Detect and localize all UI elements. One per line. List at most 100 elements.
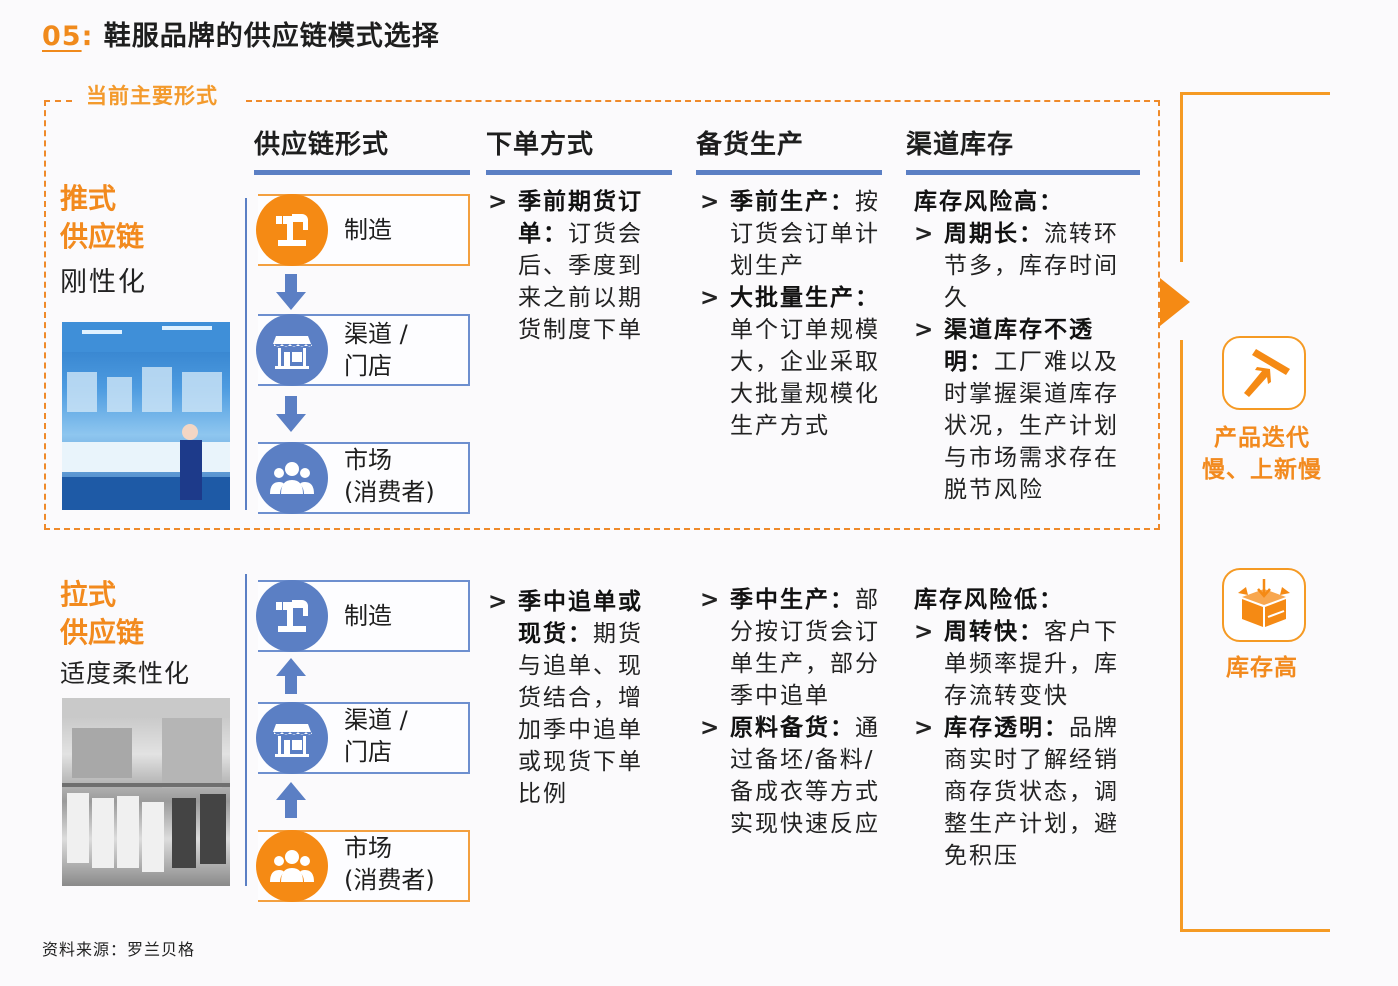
current-form-frame-top-right: [246, 100, 1160, 102]
up-arrow-icon: [276, 782, 306, 818]
item-bold: 季中追单或现货：: [518, 589, 643, 647]
pull-title-line2: 供应链: [60, 616, 145, 649]
outcome-bracket: [1180, 92, 1330, 932]
push-production-item: >季前生产：按订货会订单计划生产: [700, 186, 880, 282]
item-bold: 周期长：: [944, 221, 1044, 247]
item-bold: 季前期货订单：: [518, 189, 643, 247]
outcome-line: 慢、上新慢: [1202, 457, 1322, 483]
push-inventory-item: > 周期长：流转环节多，库存时间久: [914, 218, 1140, 314]
label-line: (消费者): [344, 478, 435, 506]
pull-production-item: >季中生产：部分按订货会订单生产，部分季中追单: [700, 584, 880, 712]
item-text: 期货与追单、现货结合，增加季中追单或现货下单比例: [518, 621, 643, 807]
label-line: 门店: [344, 352, 392, 380]
label-line: 渠道 /: [344, 706, 408, 734]
source-note: 资料来源：罗兰贝格: [42, 940, 196, 959]
item-text: 通过备坯/备料/备成衣等方式实现快速反应: [730, 715, 880, 837]
pull-ordering-text: > 季中追单或现货：期货与追单、现货结合，增加季中追单或现货下单比例: [488, 586, 658, 810]
column-underline: [906, 170, 1140, 175]
pull-node-manufacturing-label: 制造: [344, 602, 392, 630]
label-line: (消费者): [344, 866, 435, 894]
current-form-label: 当前主要形式: [86, 84, 218, 108]
push-node-market-label: 市场 (消费者): [344, 444, 435, 508]
item-text: 客户下单频率提升，库存流转变快: [944, 619, 1119, 709]
column-underline: [254, 170, 470, 175]
push-production-text: >季前生产：按订货会订单计划生产 > 大批量生产： 单个订单规模大，企业采取大批量规…: [700, 186, 880, 442]
outcome-slow-iteration: 产品迭代 慢、上新慢: [1192, 422, 1332, 486]
play-arrow-icon: [1160, 278, 1190, 326]
chevron-icon: >: [700, 715, 722, 741]
chevron-icon: >: [914, 317, 936, 343]
item-text: 部分按订货会订单生产，部分季中追单: [730, 587, 880, 709]
item-text: 工厂难以及时掌握渠道库存状况，生产计划与市场需求存在脱节风险: [944, 349, 1119, 503]
pull-node-market-label: 市场 (消费者): [344, 832, 435, 896]
push-inventory-risk-head: 库存风险高：: [914, 189, 1064, 215]
column-header-channel-inventory: 渠道库存: [906, 130, 1015, 160]
push-flow-divider: [245, 198, 247, 510]
factory-photo: [62, 322, 230, 510]
column-header-ordering: 下单方式: [486, 130, 595, 160]
pull-title-line1: 拉式: [60, 578, 117, 611]
pull-flow-divider: [245, 574, 247, 886]
item-bold: 原料备货：: [730, 715, 855, 741]
label-line: 市场: [344, 834, 392, 862]
pull-inventory-item: >库存透明：品牌商实时了解经销商存货状态，调整生产计划，避免积压: [914, 712, 1120, 872]
push-chain-title: 推式 供应链: [60, 180, 144, 256]
push-title-line1: 推式: [60, 182, 117, 215]
clothing-store-photo: [62, 698, 230, 886]
page-title: 05: 鞋服品牌的供应链模式选择: [42, 14, 440, 53]
pull-chain-title: 拉式 供应链: [60, 576, 144, 652]
item-text: 单个订单规模大，企业采取大批量规模化生产方式: [730, 317, 880, 439]
pull-production-text: >季中生产：部分按订货会订单生产，部分季中追单 > 原料备货：通过备坯/备料/备成…: [700, 584, 880, 840]
title-number: 05: [42, 21, 82, 52]
item-bold: 季中生产：: [730, 587, 855, 613]
chevron-icon: >: [488, 589, 510, 615]
outcome-line: 产品迭代: [1214, 425, 1310, 451]
item-bold: 周转快：: [944, 619, 1044, 645]
inventory-box-icon: [1222, 568, 1306, 642]
consumers-icon: [256, 830, 328, 902]
label-line: 市场: [344, 446, 392, 474]
title-text: 鞋服品牌的供应链模式选择: [103, 21, 440, 52]
down-arrow-icon: [276, 396, 306, 432]
pull-node-channel-store-label: 渠道 / 门店: [344, 704, 408, 768]
manufacturing-robot-icon: [256, 580, 328, 652]
outcome-high-inventory: 库存高: [1226, 655, 1298, 681]
push-node-channel-store-label: 渠道 / 门店: [344, 318, 408, 382]
push-title-line2: 供应链: [60, 220, 145, 253]
item-text: 订货会后、季度到来之前以期货制度下单: [518, 221, 643, 343]
item-text: 流转环节多，库存时间久: [944, 221, 1119, 311]
column-header-production: 备货生产: [696, 130, 805, 160]
chevron-icon: >: [914, 221, 936, 247]
current-form-frame: [44, 100, 1160, 530]
current-form-frame-top-left: [44, 100, 72, 102]
item-bold: 大批量生产：: [730, 285, 880, 311]
column-underline: [696, 170, 882, 175]
label-line: 渠道 /: [344, 320, 408, 348]
store-icon: [256, 314, 328, 386]
item-text: 品牌商实时了解经销商存货状态，调整生产计划，避免积压: [944, 715, 1119, 869]
pull-inventory-risk-head: 库存风险低：: [914, 587, 1064, 613]
item-bold: 库存透明：: [944, 715, 1069, 741]
pull-production-item: > 原料备货：通过备坯/备料/备成衣等方式实现快速反应: [700, 712, 880, 840]
chevron-icon: >: [700, 285, 722, 311]
push-production-item: > 大批量生产： 单个订单规模大，企业采取大批量规模化生产方式: [700, 282, 880, 442]
item-text: 按订货会订单计划生产: [730, 189, 880, 279]
pull-chain-subtitle: 适度柔性化: [60, 659, 191, 688]
item-bold: 季前生产：: [730, 189, 855, 215]
push-node-manufacturing-label: 制造: [344, 216, 392, 244]
column-header-supply-chain-form: 供应链形式: [254, 130, 390, 160]
manufacturing-robot-icon: [256, 194, 328, 266]
push-inventory-item: > 渠道库存不透明：工厂难以及时掌握渠道库存状况，生产计划与市场需求存在脱节风险: [914, 314, 1140, 506]
pull-ordering-item: > 季中追单或现货：期货与追单、现货结合，增加季中追单或现货下单比例: [488, 586, 658, 810]
push-ordering-item: > 季前期货订单：订货会后、季度到来之前以期货制度下单: [488, 186, 658, 346]
push-chain-subtitle: 刚性化: [60, 267, 147, 298]
chevron-icon: >: [914, 619, 936, 645]
title-colon: :: [81, 21, 94, 52]
pull-inventory-item: > 周转快：客户下单频率提升，库存流转变快: [914, 616, 1120, 712]
push-ordering-text: > 季前期货订单：订货会后、季度到来之前以期货制度下单: [488, 186, 658, 346]
column-underline: [486, 170, 672, 175]
upward-arrow-barrier-icon: [1222, 336, 1306, 410]
item-bold: 渠道库存不透明：: [944, 317, 1094, 375]
chevron-icon: >: [488, 189, 510, 215]
down-arrow-icon: [276, 274, 306, 310]
